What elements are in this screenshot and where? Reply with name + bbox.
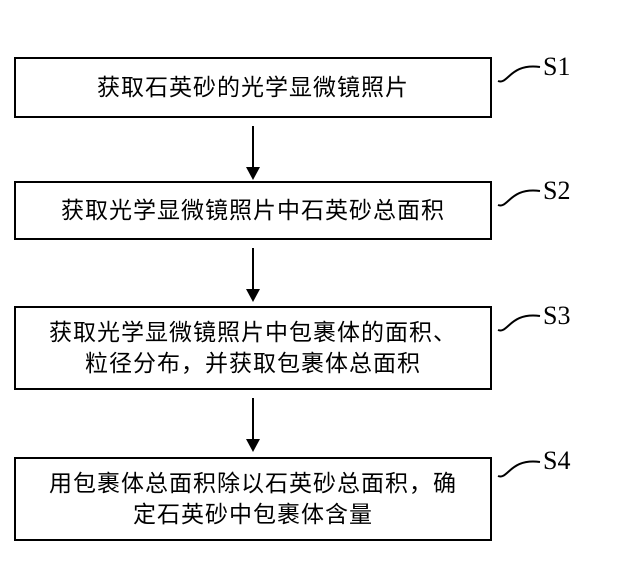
arrow-shaft bbox=[252, 248, 254, 289]
step-box-s3: 获取光学显微镜照片中包裹体的面积、 粒径分布，并获取包裹体总面积 bbox=[14, 306, 492, 390]
arrow-shaft bbox=[252, 126, 254, 167]
step-label-s1: S1 bbox=[543, 52, 571, 81]
step-text-s2: 获取光学显微镜照片中石英砂总面积 bbox=[61, 197, 445, 223]
step-box-s2: 获取光学显微镜照片中石英砂总面积 bbox=[14, 181, 492, 240]
arrow-head bbox=[246, 439, 260, 452]
step-text-s4: 用包裹体总面积除以石英砂总面积，确 定石英砂中包裹体含量 bbox=[49, 470, 457, 527]
step-box-s4: 用包裹体总面积除以石英砂总面积，确 定石英砂中包裹体含量 bbox=[14, 457, 492, 541]
arrow-head bbox=[246, 167, 260, 180]
arrow-head bbox=[246, 289, 260, 302]
callout-line-s4 bbox=[497, 460, 541, 478]
arrow-shaft bbox=[252, 398, 254, 439]
step-label-s4: S4 bbox=[543, 446, 571, 475]
step-box-s1: 获取石英砂的光学显微镜照片 bbox=[14, 57, 492, 118]
step-text-s3: 获取光学显微镜照片中包裹体的面积、 粒径分布，并获取包裹体总面积 bbox=[49, 319, 457, 376]
step-text-s1: 获取石英砂的光学显微镜照片 bbox=[97, 74, 409, 100]
arrow-down-icon bbox=[246, 398, 260, 452]
callout-line-s3 bbox=[497, 314, 541, 332]
callout-line-s2 bbox=[497, 189, 541, 207]
step-label-s2: S2 bbox=[543, 176, 571, 205]
step-label-s3: S3 bbox=[543, 301, 571, 330]
callout-line-s1 bbox=[497, 65, 541, 83]
arrow-down-icon bbox=[246, 126, 260, 180]
arrow-down-icon bbox=[246, 248, 260, 302]
